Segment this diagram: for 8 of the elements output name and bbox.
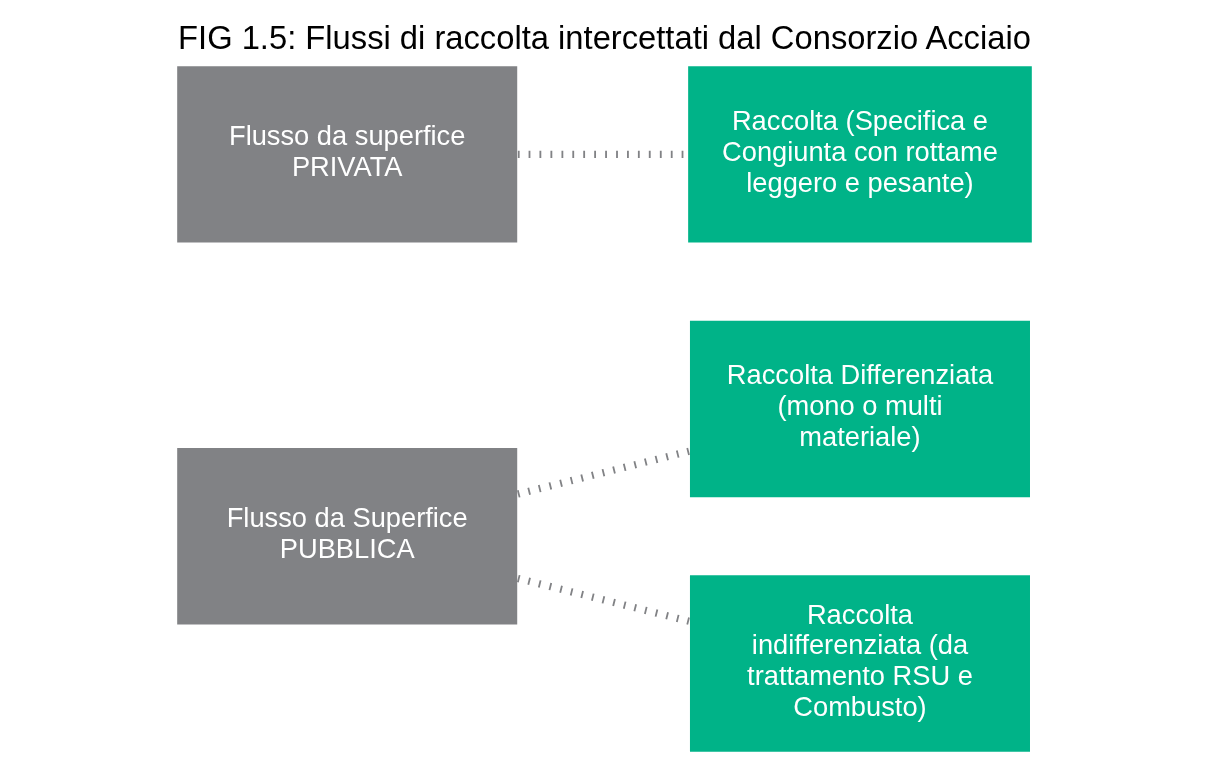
node-box: Raccolta (Specifica e Congiunta con rottame leggero e pesante) bbox=[688, 66, 1032, 243]
connector bbox=[516, 574, 691, 625]
node-box: Raccolta Differenziata (mono o multi materiale) bbox=[689, 320, 1030, 498]
diagram-title: FIG 1.5: Flussi di raccolta intercettati dal Consorzio Acciaio bbox=[178, 18, 1031, 56]
node-box: Raccolta indifferenziata (da trattamento RSU e Combusto) bbox=[689, 575, 1030, 752]
node-box: Flusso da superfice PRIVATA bbox=[177, 66, 518, 243]
connector bbox=[516, 447, 691, 498]
node-box: Flusso da Superfice PUBBLICA bbox=[177, 448, 518, 625]
